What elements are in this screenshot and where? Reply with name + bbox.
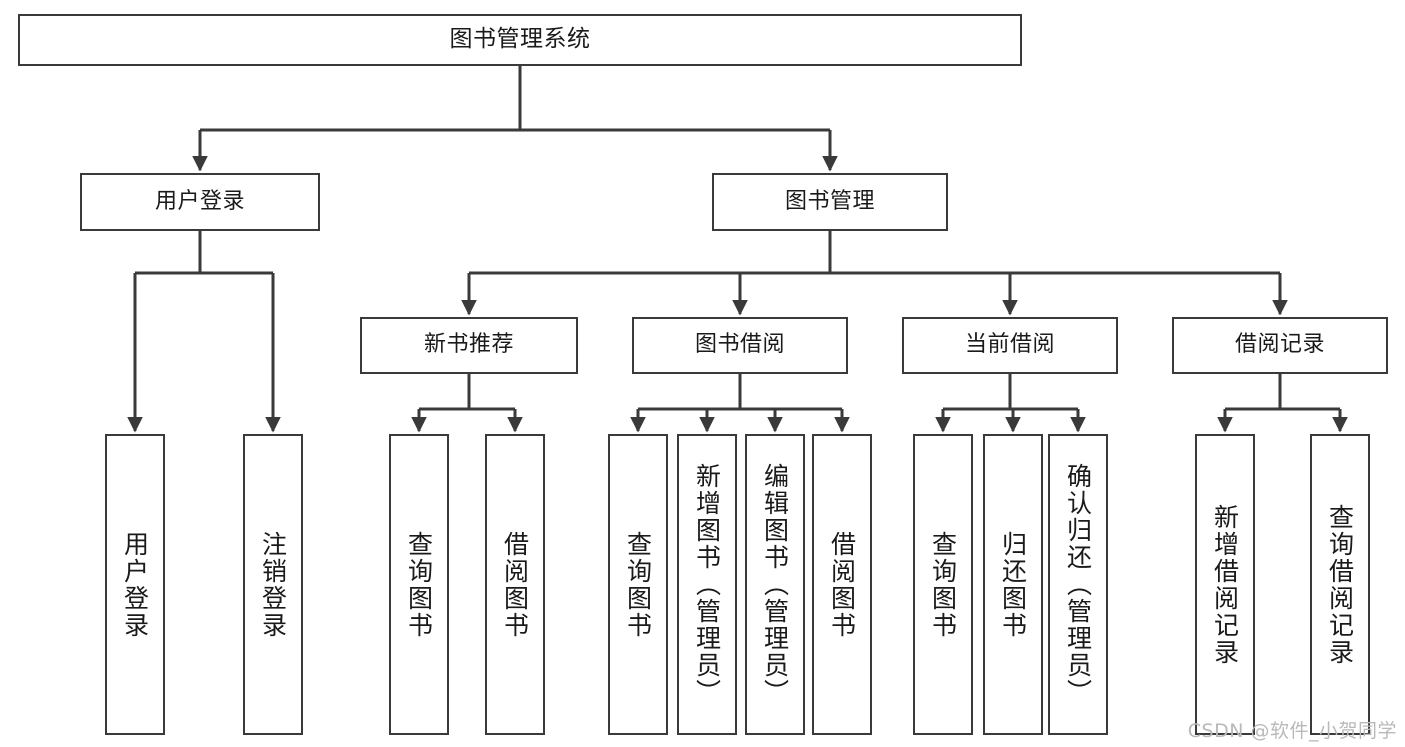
leaf-add-borrow-record-label: 新增借阅记录 <box>1210 503 1240 666</box>
leaf-query-borrow-record-label: 查询借阅记录 <box>1325 503 1355 666</box>
leaf-return-book[interactable]: 归还图书 <box>983 434 1043 735</box>
node-new-book-recommend-label: 新书推荐 <box>423 332 514 358</box>
watermark: CSDN @软件_小贺同学 <box>1187 720 1397 742</box>
leaf-confirm-return-admin-label: 确认归还（管理员） <box>1063 463 1093 706</box>
leaf-user-login[interactable]: 用户登录 <box>105 434 165 735</box>
node-book-borrow-label: 图书借阅 <box>694 332 785 358</box>
leaf-edit-book-admin[interactable]: 编辑图书（管理员） <box>745 434 805 735</box>
leaf-borrow-book-newbook-label: 借阅图书 <box>500 530 530 639</box>
leaf-query-book-borrow-label: 查询图书 <box>623 530 653 639</box>
leaf-confirm-return-admin[interactable]: 确认归还（管理员） <box>1048 434 1108 735</box>
leaf-user-login-label: 用户登录 <box>120 530 150 639</box>
node-current-borrow[interactable]: 当前借阅 <box>902 317 1118 374</box>
leaf-query-book-current-label: 查询图书 <box>928 530 958 639</box>
node-root-label: 图书管理系统 <box>449 26 591 53</box>
node-borrow-record[interactable]: 借阅记录 <box>1172 317 1388 374</box>
leaf-logout-label: 注销登录 <box>258 530 288 639</box>
leaf-query-book-newbook-label: 查询图书 <box>404 530 434 639</box>
leaf-logout[interactable]: 注销登录 <box>243 434 303 735</box>
node-new-book-recommend[interactable]: 新书推荐 <box>360 317 578 374</box>
node-borrow-record-label: 借阅记录 <box>1234 332 1325 358</box>
leaf-return-book-label: 归还图书 <box>998 530 1028 639</box>
leaf-query-book-current[interactable]: 查询图书 <box>913 434 973 735</box>
node-book-borrow[interactable]: 图书借阅 <box>632 317 848 374</box>
node-user-login-label: 用户登录 <box>154 188 245 214</box>
node-root[interactable]: 图书管理系统 <box>18 14 1022 66</box>
node-user-login[interactable]: 用户登录 <box>80 173 320 231</box>
node-book-management[interactable]: 图书管理 <box>712 173 948 231</box>
node-current-borrow-label: 当前借阅 <box>964 332 1055 358</box>
leaf-query-borrow-record[interactable]: 查询借阅记录 <box>1310 434 1370 735</box>
leaf-query-book-borrow[interactable]: 查询图书 <box>608 434 668 735</box>
leaf-borrow-book[interactable]: 借阅图书 <box>812 434 872 735</box>
leaf-add-book-admin[interactable]: 新增图书（管理员） <box>677 434 737 735</box>
leaf-edit-book-admin-label: 编辑图书（管理员） <box>760 463 790 706</box>
leaf-add-borrow-record[interactable]: 新增借阅记录 <box>1195 434 1255 735</box>
leaf-borrow-book-label: 借阅图书 <box>827 530 857 639</box>
node-book-management-label: 图书管理 <box>784 188 875 214</box>
leaf-borrow-book-newbook[interactable]: 借阅图书 <box>485 434 545 735</box>
leaf-add-book-admin-label: 新增图书（管理员） <box>692 463 722 706</box>
leaf-query-book-newbook[interactable]: 查询图书 <box>389 434 449 735</box>
